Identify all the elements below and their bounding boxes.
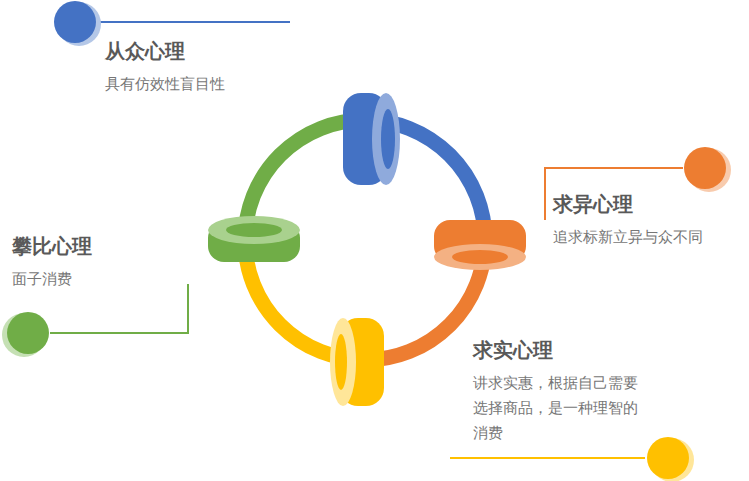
heading: 从众心理 (105, 38, 225, 64)
description: 具有仿效性盲目性 (105, 72, 225, 97)
heading: 求异心理 (553, 191, 703, 217)
practical-note: 求实心理讲求实惠，根据自己需要选择商品，是一种理智的消费 (473, 337, 645, 446)
novelty-note: 求异心理追求标新立异与众不同 (553, 191, 703, 250)
description: 讲求实惠，根据自己需要选择商品，是一种理智的消费 (473, 371, 645, 446)
orange-callout (545, 147, 731, 220)
description: 追求标新立异与众不同 (553, 225, 703, 250)
heading: 攀比心理 (12, 233, 92, 259)
yellow-ring (330, 318, 384, 406)
blue-ring (343, 93, 400, 185)
green-callout (2, 284, 188, 357)
heading: 求实心理 (473, 337, 645, 363)
green-ring (208, 216, 300, 262)
comparison-note: 攀比心理面子消费 (12, 233, 92, 292)
description: 面子消费 (12, 267, 92, 292)
yellow-callout (450, 437, 694, 481)
conformity-note: 从众心理具有仿效性盲目性 (105, 38, 225, 97)
orange-ring (434, 220, 526, 270)
